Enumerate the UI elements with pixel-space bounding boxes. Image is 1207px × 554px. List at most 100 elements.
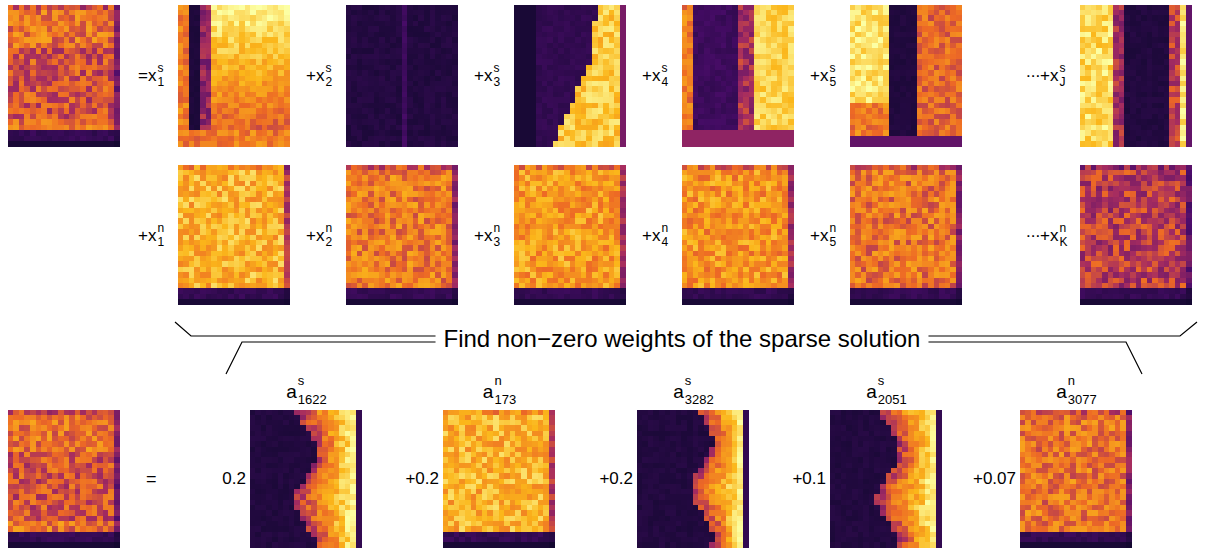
spectrogram-cell xyxy=(514,37,519,43)
spectrogram-cell xyxy=(80,136,86,141)
spectrogram-cell xyxy=(418,54,424,59)
spectrogram-cell xyxy=(446,114,452,119)
spectrogram-cell xyxy=(97,97,103,103)
spectrogram-cell xyxy=(418,48,424,54)
spectrogram-cell xyxy=(13,37,19,43)
spectrogram-cell xyxy=(564,130,570,136)
spectrogram-cell xyxy=(24,108,30,114)
spectrogram-cell xyxy=(592,26,598,32)
spectrogram-cell xyxy=(114,5,120,10)
spectrogram-cell xyxy=(570,10,575,15)
spectrogram-cell xyxy=(36,130,41,136)
spectrogram-cell xyxy=(413,10,418,15)
spectrogram-cell xyxy=(390,54,396,59)
spectrogram-cell xyxy=(108,5,114,10)
spectrogram-cell xyxy=(514,48,519,54)
spectrogram-cell xyxy=(592,130,598,136)
spectrogram-cell xyxy=(256,48,262,54)
spectrogram-cell xyxy=(200,65,206,70)
spectrogram-cell xyxy=(390,76,396,81)
spectrogram-cell xyxy=(519,92,525,97)
spectrogram-cell xyxy=(514,114,519,119)
spectrogram-cell xyxy=(13,114,19,119)
spectrogram-cell xyxy=(58,32,64,37)
spectrogram-cell xyxy=(273,119,278,125)
spectrogram-cell xyxy=(250,114,256,119)
spectrogram-cell xyxy=(575,136,581,141)
spectrogram-cell xyxy=(189,37,194,43)
spectrogram-cell xyxy=(452,136,458,141)
spectrogram-cell xyxy=(200,32,206,37)
spectrogram-cell xyxy=(598,125,603,130)
spectrogram-cell xyxy=(41,119,47,125)
spectrogram-cell xyxy=(97,92,103,97)
spectrogram-cell xyxy=(446,54,452,59)
spectrogram-cell xyxy=(222,54,228,59)
spectrogram-cell xyxy=(284,97,290,103)
spectrogram-cell xyxy=(41,5,47,10)
spectrogram-cell xyxy=(69,59,75,65)
spectrogram-cell xyxy=(284,26,290,32)
spectrogram-cell xyxy=(592,54,598,59)
spectrogram-cell xyxy=(390,32,396,37)
spectrogram-cell xyxy=(228,10,234,15)
spectrogram-cell xyxy=(346,10,351,15)
spectrogram-cell xyxy=(228,141,234,147)
spectrogram-cell xyxy=(75,5,80,10)
spectrogram-cell xyxy=(519,114,525,119)
spectrogram-cell xyxy=(586,92,592,97)
spectrogram-cell xyxy=(58,48,64,54)
spectrogram-cell xyxy=(418,119,424,125)
spectrogram-cell xyxy=(351,43,357,48)
spectrogram-cell xyxy=(385,97,390,103)
spectrogram-cell xyxy=(536,32,542,37)
spectrogram-cell xyxy=(108,54,114,59)
spectrogram-cell xyxy=(92,92,97,97)
spectrogram-cell xyxy=(206,108,211,114)
spectrogram-cell xyxy=(284,86,290,92)
spectrogram-cell xyxy=(97,70,103,76)
spectrogram-cell xyxy=(13,15,19,21)
spectrogram-cell xyxy=(446,59,452,65)
spectrogram-cell xyxy=(206,114,211,119)
spectrogram-cell xyxy=(183,54,189,59)
spectrogram-cell xyxy=(452,114,458,119)
spectrogram-cell xyxy=(525,76,530,81)
spectrogram-cell xyxy=(194,114,200,119)
spectrogram-cell xyxy=(273,97,278,103)
spectrogram-cell xyxy=(575,86,581,92)
spectrogram-cell xyxy=(581,59,586,65)
spectrogram-cell xyxy=(407,103,413,108)
spectrogram-cell xyxy=(273,21,278,26)
spectrogram-cell xyxy=(178,21,183,26)
spectrogram-cell xyxy=(390,125,396,130)
spectrogram-cell xyxy=(114,21,120,26)
spectrogram-cell xyxy=(250,141,256,147)
spectrogram-cell xyxy=(379,81,385,86)
spectrogram-cell xyxy=(452,48,458,54)
spectrogram-cell xyxy=(228,43,234,48)
spectrogram-cell xyxy=(362,10,368,15)
spectrogram-cell xyxy=(250,37,256,43)
spectrogram-cell xyxy=(547,48,553,54)
spectrogram-cell xyxy=(413,141,418,147)
spectrogram-cell xyxy=(413,103,418,108)
spectrogram-cell xyxy=(69,114,75,119)
spectrogram-cell xyxy=(228,114,234,119)
spectrogram-cell xyxy=(108,125,114,130)
spectrogram-cell xyxy=(234,103,239,108)
spectrogram-cell xyxy=(86,86,92,92)
spectrogram-cell xyxy=(592,81,598,86)
spectrogram-cell xyxy=(200,97,206,103)
spectrogram-cell xyxy=(13,5,19,10)
spectrogram-cell xyxy=(80,21,86,26)
spectrogram-cell xyxy=(368,141,374,147)
spectrogram-cell xyxy=(228,48,234,54)
spectrogram-cell xyxy=(47,10,52,15)
spectrogram-cell xyxy=(598,92,603,97)
spectrogram-cell xyxy=(357,10,362,15)
spectrogram-cell xyxy=(413,70,418,76)
spectrogram-cell xyxy=(351,103,357,108)
spectrogram-cell xyxy=(108,114,114,119)
spectrogram-cell xyxy=(368,81,374,86)
